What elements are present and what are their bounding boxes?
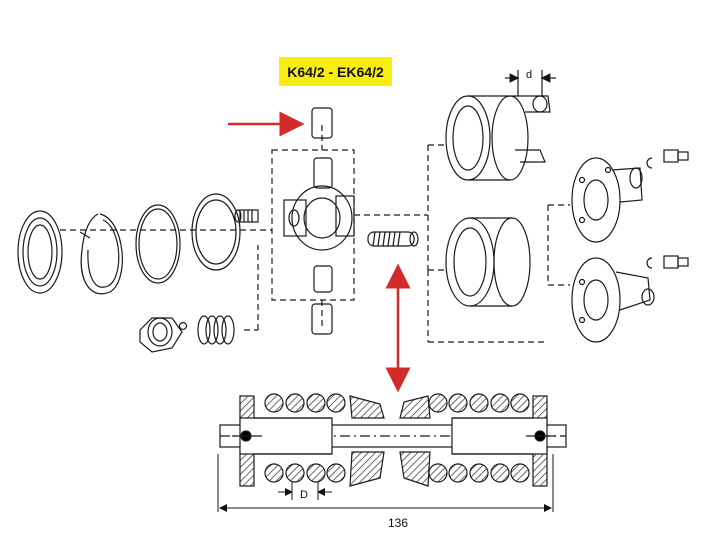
threaded-bolt [367, 231, 419, 247]
model-label: K64/2 - EK64/2 [279, 57, 392, 86]
thin-ring [135, 204, 181, 284]
cap-nut [139, 317, 183, 353]
upper-flange [571, 157, 643, 243]
dimension-lines [217, 454, 554, 512]
ball [178, 321, 188, 331]
flat-washer [191, 193, 241, 271]
seal-ring [17, 210, 63, 294]
screws [646, 149, 689, 269]
upper-yoke-housing [445, 95, 551, 181]
cross-spider [283, 185, 355, 251]
overall-length-label: 136 [388, 516, 408, 530]
cross-section-assembly [219, 393, 567, 487]
dimension-D-label: D [300, 489, 308, 501]
dimension-d-upper [505, 70, 556, 96]
guide-lines [60, 125, 570, 343]
bearing-cups [311, 107, 333, 335]
lower-yoke-housing [445, 217, 531, 307]
circlip [79, 213, 123, 295]
dimension-d-label: d [526, 69, 532, 81]
grease-nipple [234, 209, 259, 223]
spring [197, 315, 235, 345]
lower-flange [571, 257, 655, 343]
